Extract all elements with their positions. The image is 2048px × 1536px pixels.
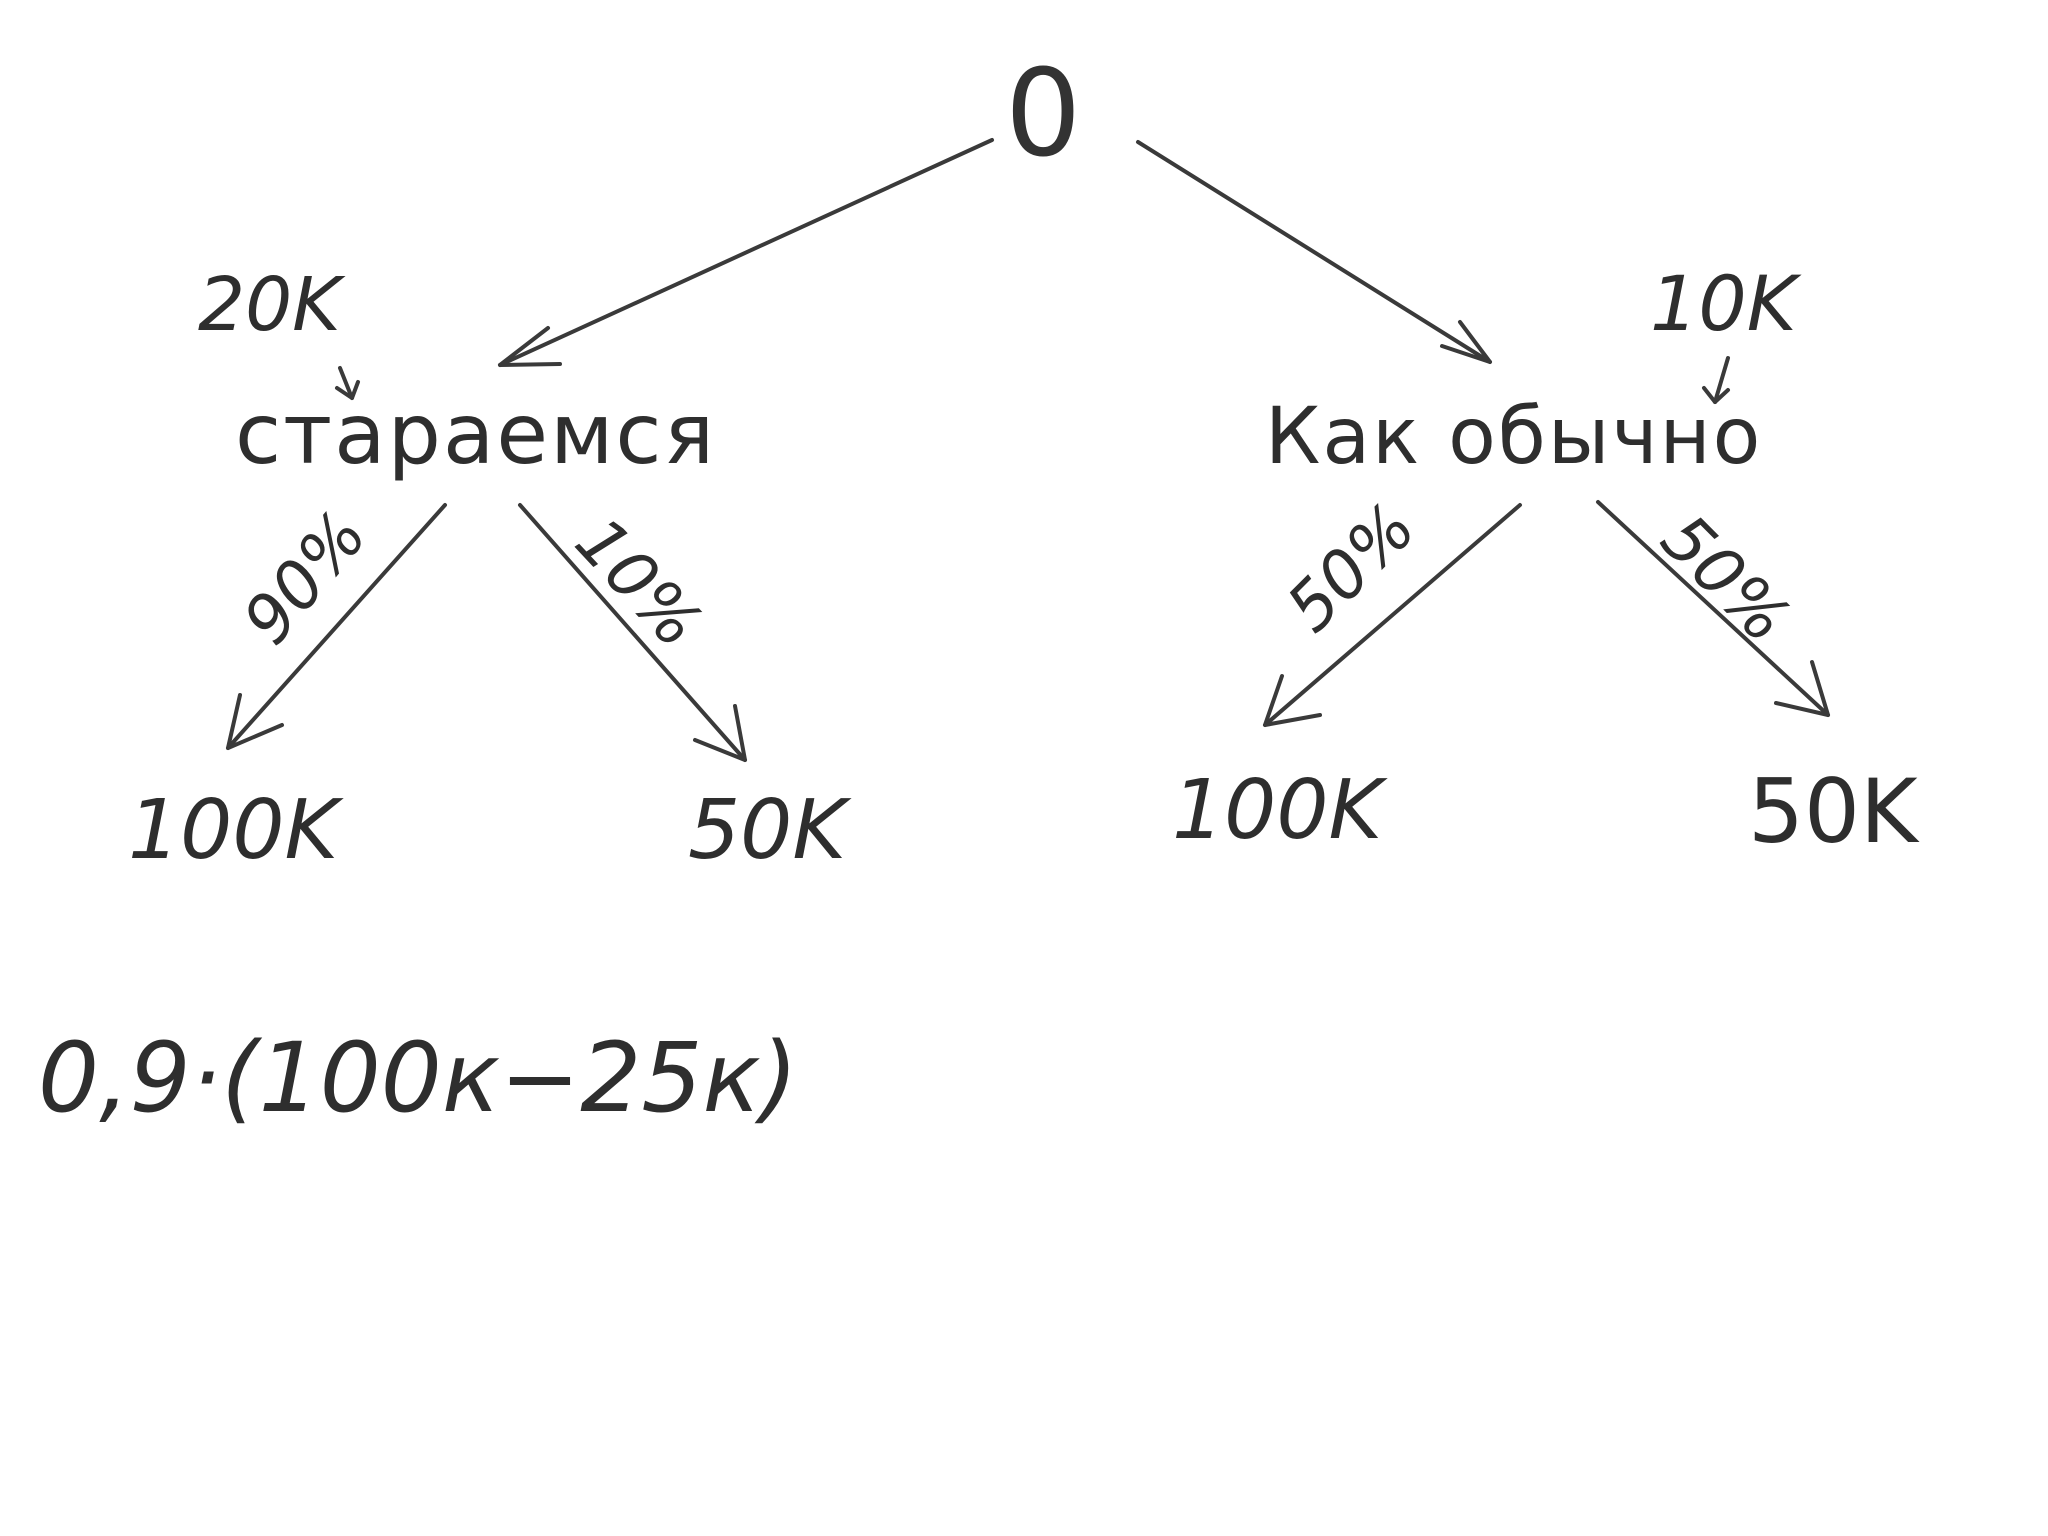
root-node: 0 [1005, 45, 1082, 184]
cost-as-usual: 10K [1650, 259, 1797, 348]
edge-root-to-as-usual [1136, 140, 1492, 364]
edge-as-usual-to-100k [1263, 503, 1522, 727]
arrowhead-try-harder [498, 326, 562, 367]
edge-root-to-try-harder [498, 138, 994, 367]
edge-try-harder-to-50k [518, 503, 747, 762]
edge-try-harder-to-100k [226, 503, 447, 750]
arrowhead-a2 [693, 704, 747, 762]
edge-as-usual-to-50k [1596, 500, 1830, 717]
arrowhead-as-usual [1440, 320, 1492, 364]
cost-pointer-b [1713, 356, 1730, 404]
arrowhead-b2 [1774, 660, 1830, 717]
arrowhead-a1 [226, 693, 284, 750]
expected-value-formula: 0,9·(100к−25к) [38, 1022, 798, 1134]
outcome-as-usual-50k: 50K [1748, 760, 1918, 863]
cost-try-harder: 20K [198, 262, 341, 348]
cost-pointer-b-head [1702, 386, 1730, 404]
option-try-harder: стараемся [235, 385, 717, 483]
cost-pointer-a-head [335, 380, 360, 400]
outcome-try-harder-100k: 100K [128, 783, 339, 878]
outcome-as-usual-100k: 100K [1172, 763, 1383, 858]
option-as-usual: Как обычно [1265, 392, 1763, 482]
cost-pointer-a [338, 366, 354, 400]
outcome-try-harder-50k: 50K [688, 783, 847, 878]
arrowhead-b1 [1263, 674, 1322, 727]
